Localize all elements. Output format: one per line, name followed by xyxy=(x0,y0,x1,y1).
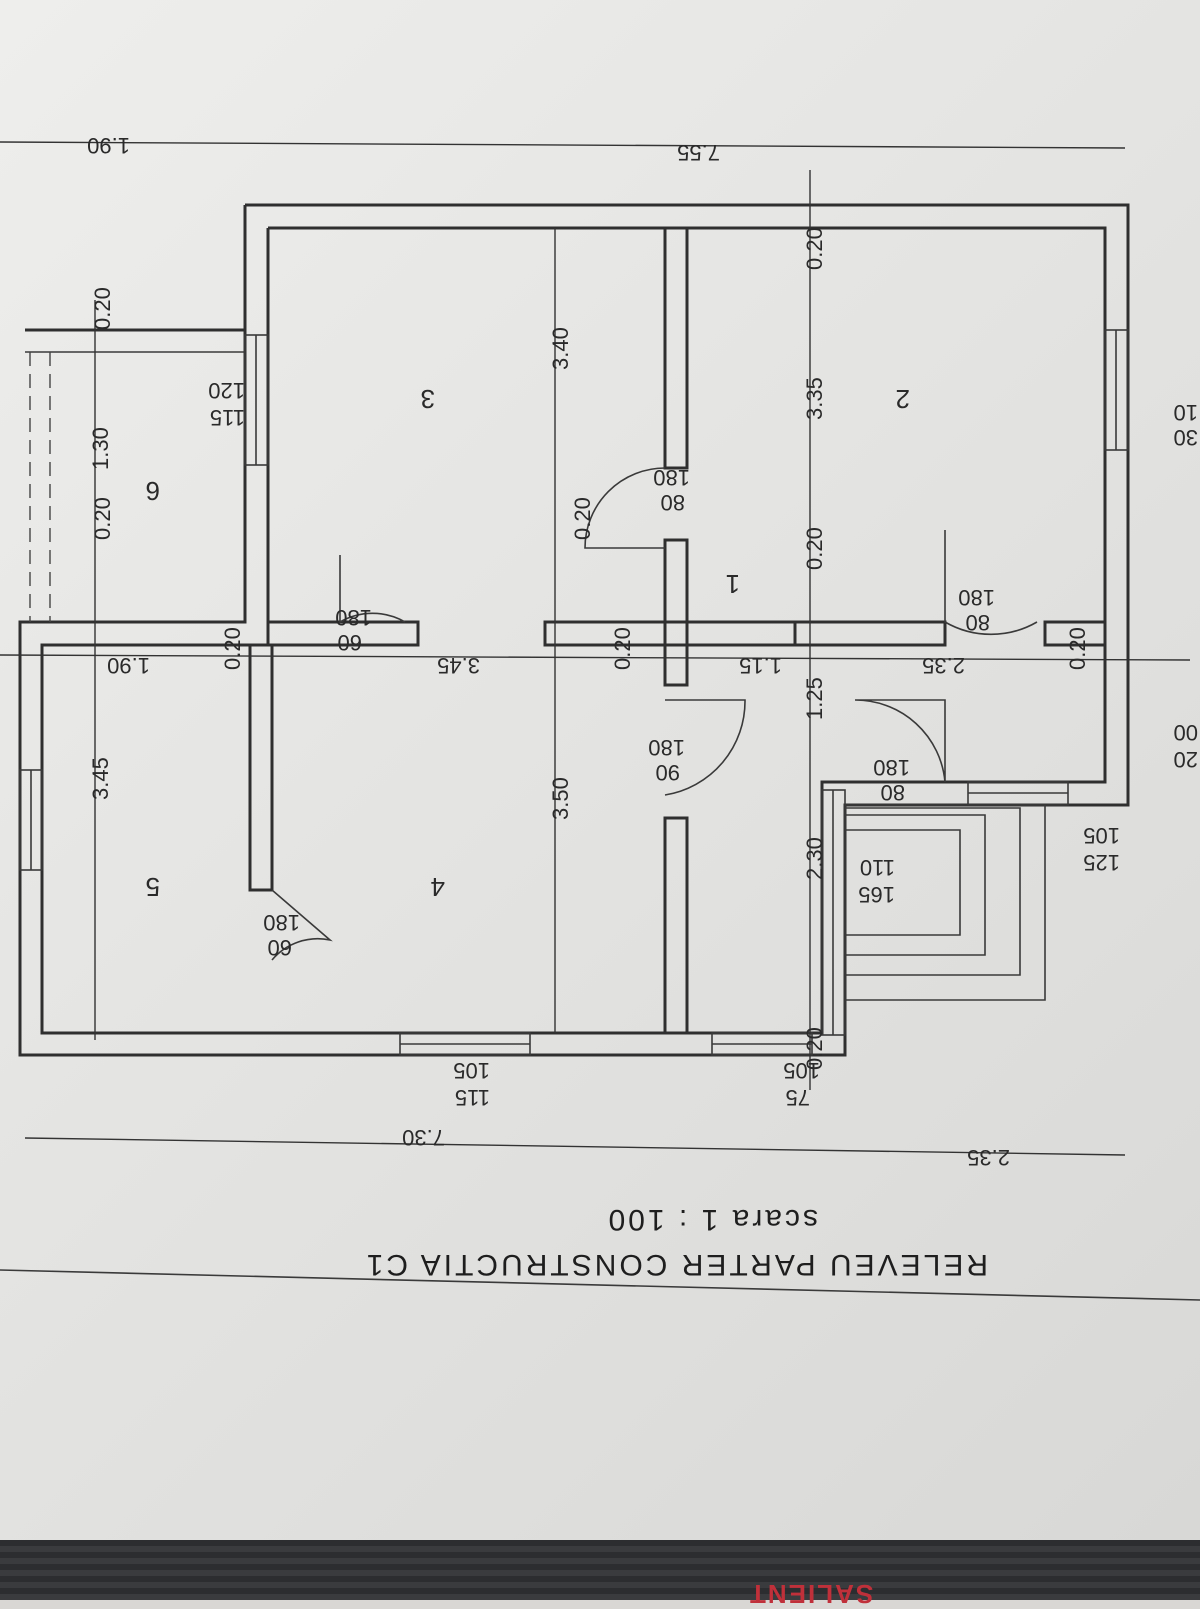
dim-v-020-top: 0.20 xyxy=(802,227,827,270)
scale-note: scara 1 : 100 xyxy=(606,1203,818,1236)
dim-line-bottom xyxy=(24,1137,1126,1156)
window6-b: 120 xyxy=(208,378,245,403)
windows xyxy=(19,329,1129,1056)
dimension-lines xyxy=(0,141,1200,1301)
dim-overall-bottom: 7.30 xyxy=(402,1125,445,1150)
windowB4-b: 105 xyxy=(453,1058,490,1083)
door3b-width: 60 xyxy=(338,630,362,655)
doors xyxy=(271,467,1038,961)
room-label-2: 2 xyxy=(896,384,910,414)
dim-v-020-r6b: 0.20 xyxy=(90,497,115,540)
interior-walls xyxy=(25,226,1107,1035)
windowB1-a: 75 xyxy=(786,1085,810,1110)
door-room3b xyxy=(339,555,406,624)
windowB1-b: 105 xyxy=(783,1058,820,1083)
door3-width: 80 xyxy=(661,490,685,515)
door-room4 xyxy=(664,699,746,796)
windowR-a: 125 xyxy=(1083,850,1120,875)
window1-b: 110 xyxy=(860,855,895,880)
dim-v-020-r6a: 0.20 xyxy=(90,287,115,330)
dim-mid-190: 1.90 xyxy=(107,653,150,678)
door2-height: 180 xyxy=(958,585,995,610)
dim-wall-020-a: 0.20 xyxy=(1065,627,1090,670)
door-room2 xyxy=(944,530,1038,636)
step-1 xyxy=(845,829,961,936)
room-label-6: 6 xyxy=(146,476,160,506)
edge-label-d: 10 xyxy=(1174,400,1198,425)
dim-v-020-mid3: 0.20 xyxy=(570,497,595,540)
wall-3-2-upper xyxy=(663,226,689,470)
dim-v-130: 1.30 xyxy=(88,427,113,470)
dim-mid-115: 1.15 xyxy=(739,653,782,678)
door3b-height: 180 xyxy=(335,605,372,630)
room-label-3: 3 xyxy=(421,384,435,414)
door4-width: 90 xyxy=(656,760,680,785)
door3-height: 180 xyxy=(653,465,690,490)
wall-4-5 xyxy=(248,643,274,892)
wall-2-1 xyxy=(793,620,947,647)
door5-height: 180 xyxy=(263,910,300,935)
edge-label-c: 30 xyxy=(1174,425,1198,450)
dim-bottom-left: 2.35 xyxy=(967,1145,1010,1170)
wall-3-4-right xyxy=(543,620,797,647)
dim-v-125: 1.25 xyxy=(802,677,827,720)
dim-top-right: 1.90 xyxy=(87,133,130,158)
step-2 xyxy=(845,814,986,956)
edge-label-b: 00 xyxy=(1174,720,1198,745)
dim-wall-020-c: 0.20 xyxy=(220,627,245,670)
step-3 xyxy=(845,807,1021,976)
dim-mid-235: 2.35 xyxy=(922,653,965,678)
rotated-annotations: RELEVEU PARTER CONSTRUCTIA C1 scara 1 : … xyxy=(87,133,1198,1281)
door1-width: 80 xyxy=(881,780,905,805)
dim-v-350: 3.50 xyxy=(548,777,573,820)
wall-3-4-left xyxy=(266,620,420,647)
room-label-1: 1 xyxy=(726,569,740,599)
wall-2-1-end xyxy=(1043,620,1107,647)
window1-a: 165 xyxy=(858,882,895,907)
dim-wall-020-b: 0.20 xyxy=(610,627,635,670)
dim-mid-345: 3.45 xyxy=(437,653,480,678)
wall-4-1 xyxy=(663,816,689,1035)
paper-sheet xyxy=(0,0,1200,1540)
windowR-b: 105 xyxy=(1083,823,1120,848)
drawing-title: RELEVEU PARTER CONSTRUCTIA C1 xyxy=(364,1248,988,1281)
edge-label-a: 20 xyxy=(1174,747,1198,772)
dim-overall-top: 7.55 xyxy=(677,140,720,165)
dim-v-335: 3.35 xyxy=(802,377,827,420)
room-label-5: 5 xyxy=(146,872,160,902)
step-4 xyxy=(845,804,1046,1001)
table-surface xyxy=(0,1540,1200,1600)
door2-width: 80 xyxy=(966,610,990,635)
window6-a: 115 xyxy=(210,405,245,430)
door1-height: 180 xyxy=(873,755,910,780)
dim-v-345: 3.45 xyxy=(88,757,113,800)
wall-3-2-lower xyxy=(663,538,689,687)
dim-line-mid-h xyxy=(0,654,1191,661)
room-label-4: 4 xyxy=(431,872,445,902)
dim-line-top xyxy=(0,141,1126,149)
dim-v-230: 2.30 xyxy=(802,837,827,880)
title-underline xyxy=(0,1269,1200,1301)
door-room1 xyxy=(854,699,946,783)
door5-width: 60 xyxy=(268,935,292,960)
door-room5 xyxy=(271,889,333,961)
door4-height: 180 xyxy=(648,735,685,760)
windowB4-a: 115 xyxy=(455,1085,490,1110)
dim-v-340: 3.40 xyxy=(548,327,573,370)
dim-v-020-mid2: 0.20 xyxy=(802,527,827,570)
door-room3 xyxy=(584,467,666,549)
dim-v-020-bottom: 0.20 xyxy=(802,1027,827,1070)
